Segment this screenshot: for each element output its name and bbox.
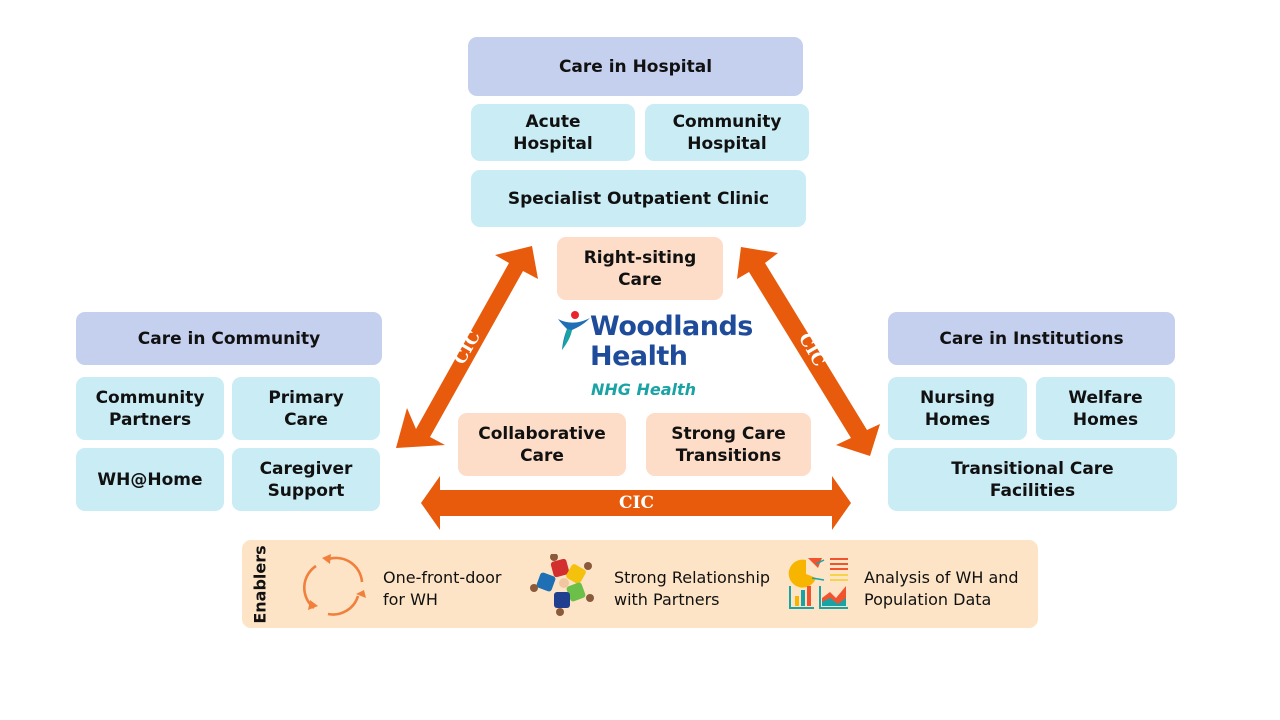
cic-label-bottom: CIC	[619, 493, 655, 513]
acute-hospital-box: Acute Hospital	[471, 104, 635, 161]
enabler-1-line2: for WH	[383, 590, 438, 609]
transitional-care-facilities-box: Transitional Care Facilities	[888, 448, 1177, 511]
cic-arrow-right	[737, 247, 880, 456]
cic-arrow-bottom	[421, 476, 851, 530]
woodlands-health-logo: Woodlands Health NHG Health	[556, 310, 753, 405]
care-in-community-header: Care in Community	[76, 312, 382, 365]
strong-care-transitions-label: Strong Care Transitions	[671, 423, 786, 466]
enabler-3-line2: Population Data	[864, 590, 992, 609]
welfare-homes-label: Welfare Homes	[1068, 387, 1143, 430]
cycle-arrows-icon	[303, 554, 366, 616]
logo-name-line2: Health	[590, 341, 688, 372]
wh-at-home-box: WH@Home	[76, 448, 224, 511]
enabler-3-line1: Analysis of WH and	[864, 568, 1019, 587]
care-in-institutions-header: Care in Institutions	[888, 312, 1175, 365]
care-in-hospital-header: Care in Hospital	[468, 37, 803, 96]
primary-care-box: Primary Care	[232, 377, 380, 440]
nursing-homes-label: Nursing Homes	[920, 387, 995, 430]
right-siting-care-box: Right-siting Care	[557, 237, 723, 300]
enablers-panel: Enablers One-front-door for WH Strong Re…	[242, 540, 1038, 628]
logo-figure-icon	[558, 311, 590, 350]
community-partners-label: Community Partners	[95, 387, 205, 430]
enabler-2-line1: Strong Relationship	[614, 568, 771, 587]
logo-tagline: NHG Health	[591, 380, 697, 399]
enabler-one-front-door: One-front-door for WH	[383, 567, 502, 611]
strong-care-transitions-box: Strong Care Transitions	[646, 413, 811, 476]
enablers-label-wrap: Enablers	[248, 540, 272, 628]
enablers-label: Enablers	[250, 544, 270, 624]
logo-name: Woodlands Health	[590, 312, 753, 372]
enabler-2-line2: with Partners	[614, 590, 720, 609]
enabler-strong-relationship: Strong Relationship with Partners	[614, 567, 770, 611]
collaborative-care-box: Collaborative Care	[458, 413, 626, 476]
specialist-outpatient-clinic-box: Specialist Outpatient Clinic	[471, 170, 806, 227]
caregiver-support-label: Caregiver Support	[259, 458, 353, 501]
people-circle-icon	[530, 554, 594, 616]
acute-hospital-label: Acute Hospital	[513, 111, 593, 154]
welfare-homes-box: Welfare Homes	[1036, 377, 1175, 440]
community-partners-box: Community Partners	[76, 377, 224, 440]
cic-arrow-left	[396, 246, 538, 448]
enabler-analysis-data: Analysis of WH and Population Data	[864, 567, 1019, 611]
analytics-icon	[788, 558, 848, 609]
community-hospital-label: Community Hospital	[672, 111, 782, 154]
transitional-care-facilities-label: Transitional Care Facilities	[951, 458, 1114, 501]
nursing-homes-box: Nursing Homes	[888, 377, 1027, 440]
community-hospital-box: Community Hospital	[645, 104, 809, 161]
logo-name-line1: Woodlands	[590, 311, 753, 342]
enabler-1-line1: One-front-door	[383, 568, 502, 587]
caregiver-support-box: Caregiver Support	[232, 448, 380, 511]
right-siting-care-label: Right-siting Care	[583, 247, 697, 290]
primary-care-label: Primary Care	[268, 387, 344, 430]
collaborative-care-label: Collaborative Care	[478, 423, 606, 466]
